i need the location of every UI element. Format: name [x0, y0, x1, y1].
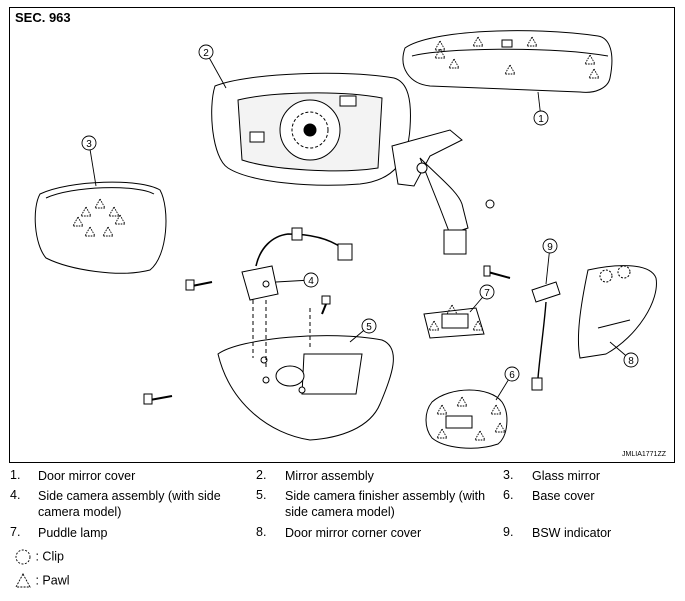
legend-label-6: Base cover — [532, 489, 595, 503]
pawl-icon — [15, 573, 31, 588]
legend-label-2: Mirror assembly — [285, 469, 374, 483]
figure-code: JMLIA1771ZZ — [622, 451, 666, 458]
legend-num-3: 3. — [503, 468, 514, 482]
legend-num-4: 4. — [10, 488, 21, 502]
diagram-drawing: 1 2 3 4 5 6 7 8 9 — [34, 30, 657, 449]
exploded-view-figure: SEC. 963 — [9, 7, 675, 463]
legend-label-8: Door mirror corner cover — [285, 526, 422, 540]
legend-label-7: Puddle lamp — [38, 526, 108, 540]
callout-2: 2 — [203, 48, 209, 59]
legend-num-7: 7. — [10, 525, 21, 539]
pawl-key: : Pawl — [14, 572, 70, 590]
legend-label-4: Side camera assembly (with side camera m… — [38, 489, 221, 519]
clip-icon — [15, 549, 31, 565]
legend-label-9: BSW indicator — [532, 526, 612, 540]
door-mirror-corner-cover-part — [577, 265, 657, 359]
callout-5: 5 — [366, 322, 372, 333]
legend-num-6: 6. — [503, 488, 514, 502]
side-camera-finisher-part — [143, 300, 394, 441]
side-camera-assembly-part — [185, 227, 353, 315]
legend-num-5: 5. — [256, 488, 267, 502]
callout-4: 4 — [308, 276, 314, 287]
callout-6: 6 — [509, 370, 515, 381]
callout-7: 7 — [484, 288, 490, 299]
clip-key: : Clip — [14, 548, 64, 566]
legend-label-1: Door mirror cover — [38, 469, 136, 483]
callout-labels: 1 2 3 4 5 6 7 8 9 — [81, 44, 639, 401]
clip-key-label: : Clip — [35, 549, 64, 564]
pawl-key-label: : Pawl — [35, 573, 70, 588]
bsw-indicator-part — [483, 265, 561, 391]
legend-num-8: 8. — [256, 525, 267, 539]
mirror-assembly-part — [211, 72, 495, 255]
legend-label-5: Side camera finisher assembly (with side… — [285, 489, 486, 519]
callout-3: 3 — [86, 139, 92, 150]
puddle-lamp-part — [423, 304, 485, 339]
legend-num-2: 2. — [256, 468, 267, 482]
section-label: SEC. 963 — [15, 10, 71, 25]
base-cover-part — [425, 389, 508, 449]
legend-num-9: 9. — [503, 525, 514, 539]
callout-9: 9 — [547, 242, 553, 253]
legend-num-1: 1. — [10, 468, 21, 482]
legend-label-3: Glass mirror — [532, 469, 601, 483]
glass-mirror-part — [34, 181, 167, 274]
door-mirror-cover-part — [402, 30, 613, 93]
callout-1: 1 — [538, 114, 544, 125]
callout-8: 8 — [628, 356, 634, 367]
